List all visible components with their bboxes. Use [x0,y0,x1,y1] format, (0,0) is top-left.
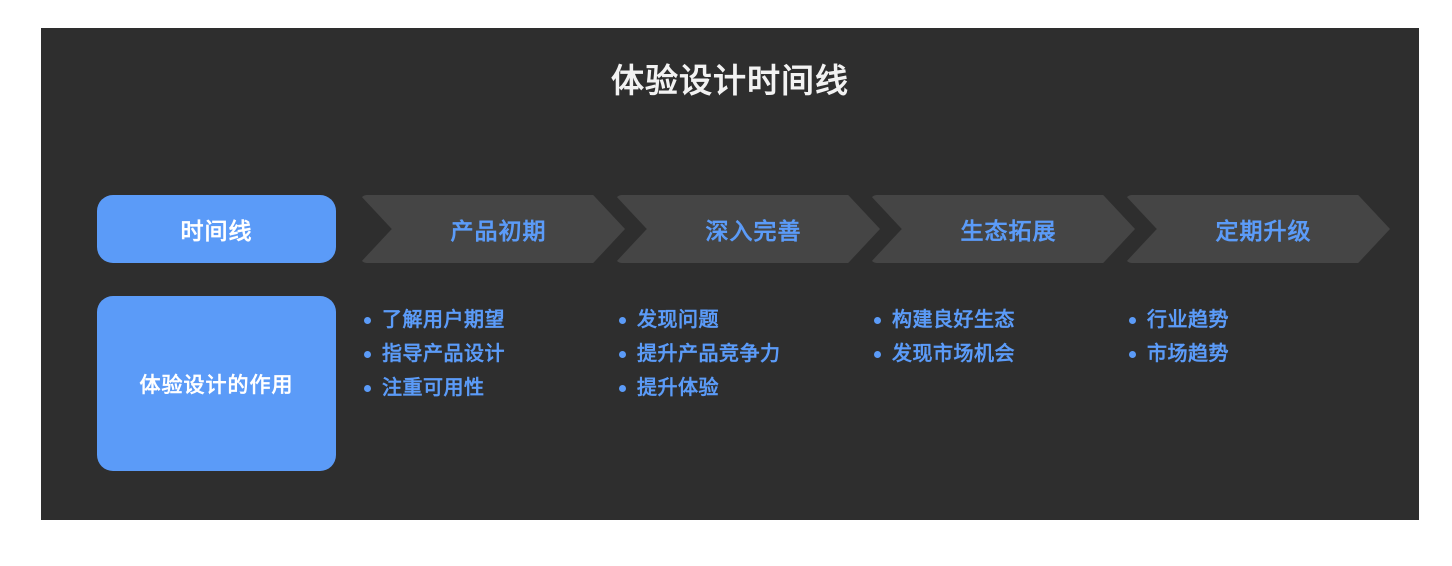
list-item: 提升体验 [619,371,869,405]
list-item-label: 发现市场机会 [892,343,1015,365]
list-item-label: 了解用户期望 [382,309,505,331]
list-item-label: 注重可用性 [382,377,485,399]
list-item: 行业趋势 [1129,303,1379,337]
stage-chevron-3-label: 生态拓展 [960,218,1057,244]
list-item: 市场趋势 [1129,337,1379,371]
stage-chevron-4-label: 定期升级 [1215,218,1312,244]
list-item-label: 行业趋势 [1147,309,1229,331]
dark-panel: 体验设计时间线 时间线 产品初期 深入完善 生态拓展 定期升级 体验设计的作用 [41,28,1419,520]
bullet-dot-icon [1129,317,1136,324]
bullet-column-4: 行业趋势 市场趋势 [1129,303,1379,371]
stage-chevron-1-label: 产品初期 [450,218,547,244]
list-item: 构建良好生态 [874,303,1124,337]
list-item-label: 提升产品竞争力 [637,343,781,365]
list-item: 了解用户期望 [364,303,614,337]
list-item-label: 市场趋势 [1147,343,1229,365]
bullet-dot-icon [364,385,371,392]
timeline-stage-row: 时间线 产品初期 深入完善 生态拓展 定期升级 [97,195,1390,263]
bullet-dot-icon [619,317,626,324]
stage-chevron-1[interactable]: 产品初期 [360,195,625,263]
list-item: 注重可用性 [364,371,614,405]
bullet-dot-icon [1129,351,1136,358]
list-item-label: 发现问题 [637,309,719,331]
bullet-column-1: 了解用户期望 指导产品设计 注重可用性 [364,303,614,405]
role-row-label-box[interactable]: 体验设计的作用 [97,296,336,471]
bullet-dot-icon [364,317,371,324]
list-item: 提升产品竞争力 [619,337,869,371]
bullet-dot-icon [619,351,626,358]
stage-chevron-2[interactable]: 深入完善 [615,195,880,263]
page-title: 体验设计时间线 [611,62,849,99]
list-item-label: 指导产品设计 [382,343,505,365]
list-item: 指导产品设计 [364,337,614,371]
bullet-dot-icon [874,317,881,324]
timeline-content-row: 体验设计的作用 了解用户期望 指导产品设计 注重可用性 [97,296,1387,471]
stage-row-label-text: 时间线 [180,218,253,244]
list-item-label: 构建良好生态 [892,309,1015,331]
stage-chevron-2-label: 深入完善 [705,218,802,244]
stage-chevron-4[interactable]: 定期升级 [1125,195,1390,263]
stage-chevron-3[interactable]: 生态拓展 [870,195,1135,263]
bullet-column-2: 发现问题 提升产品竞争力 提升体验 [619,303,869,405]
stage-row-label-pill[interactable]: 时间线 [97,195,336,263]
list-item-label: 提升体验 [637,377,719,399]
list-item: 发现问题 [619,303,869,337]
role-row-label-text: 体验设计的作用 [139,373,294,397]
bullet-dot-icon [874,351,881,358]
bullet-dot-icon [364,351,371,358]
list-item: 发现市场机会 [874,337,1124,371]
bullet-column-3: 构建良好生态 发现市场机会 [874,303,1124,371]
bullet-dot-icon [619,385,626,392]
